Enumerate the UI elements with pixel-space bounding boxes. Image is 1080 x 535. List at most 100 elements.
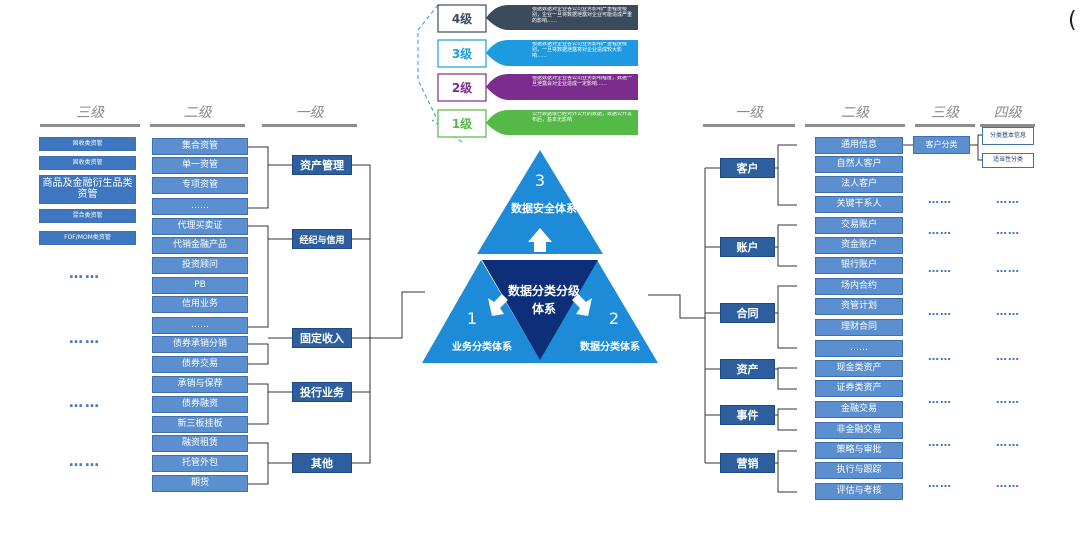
left-l2-item: PB — [152, 277, 248, 294]
right-l4-dots: …… — [996, 477, 1020, 490]
right-header-level4: 四级 — [993, 105, 1022, 121]
left-l3-item: 固收类资管 — [39, 137, 136, 151]
right-l4-item: 适当性分类 — [982, 153, 1034, 168]
left-l1-item: 投行业务 — [292, 382, 352, 402]
right-l3-dots: …… — [928, 305, 952, 318]
right-l2-item: 法人客户 — [815, 176, 903, 193]
right-l2-item: 现金类资产 — [815, 360, 903, 377]
level-2-desc: 根据数据对企业各公司业务影响程度，数据一旦泄露会对企业造成一定影响…… — [532, 76, 633, 87]
center-triangle-diagram — [422, 150, 658, 363]
center-left-label: 业务分类体系 — [452, 342, 512, 353]
right-l2-item: 场内合约 — [815, 278, 903, 295]
corner-mark: ( — [1068, 8, 1077, 33]
right-l2-item: 金融交易 — [815, 401, 903, 418]
right-l1-item: 合同 — [720, 303, 775, 323]
right-l3-dots: …… — [928, 224, 952, 237]
right-l3-dots: …… — [928, 193, 952, 206]
level-4-label: 4级 — [451, 12, 473, 26]
left-l2-item: 信用业务 — [152, 296, 248, 313]
left-l2-item: 专项资管 — [152, 177, 248, 194]
level-panel-frame — [417, 4, 638, 143]
left-l3-item: 混合类资管 — [39, 209, 136, 223]
right-l4-dots: …… — [996, 224, 1020, 237]
center-left-number: 1 — [466, 309, 478, 328]
level-1-desc: 公开数据或已经对外公开的数据，数据公开发布后，基本无影响 — [532, 112, 633, 123]
right-l4-dots: …… — [996, 350, 1020, 363]
left-header-level3-bar — [40, 124, 140, 127]
right-l2-item: 银行账户 — [815, 257, 903, 274]
level-2-label: 2级 — [451, 81, 473, 95]
left-l2-item: …… — [152, 198, 248, 215]
right-header-level4-bar — [980, 124, 1035, 127]
right-l2-item: 评估与考核 — [815, 483, 903, 500]
right-l2-item: …… — [815, 340, 903, 357]
right-l4-dots: …… — [996, 305, 1020, 318]
right-l2-item: 自然人客户 — [815, 156, 903, 173]
left-l2-item: 托管外包 — [152, 455, 248, 472]
right-l2-item: 非金融交易 — [815, 422, 903, 439]
center-middle-label-1: 数据分类分级 — [507, 284, 580, 298]
left-l1-item: 其他 — [292, 453, 352, 473]
right-l3-dots: …… — [928, 436, 952, 449]
left-l2-item: 新三板挂板 — [152, 416, 248, 433]
center-top-number: 3 — [534, 171, 546, 190]
center-middle-label-2: 体系 — [531, 302, 556, 316]
right-l1-item: 营销 — [720, 453, 775, 473]
level-3-desc: 根据数据对企业各公司业务影响严重程度级别，一旦将数据泄露将对企业造成较大影响…… — [532, 42, 628, 59]
left-header-level1-bar — [262, 124, 357, 127]
right-l3-dots: …… — [928, 350, 952, 363]
right-l1-item: 客户 — [720, 158, 775, 178]
level-3-label: 3级 — [451, 47, 473, 61]
center-top-label: 数据安全体系 — [511, 202, 577, 215]
right-l2-item: 证券类资产 — [815, 380, 903, 397]
left-l2-item: 期货 — [152, 475, 248, 492]
left-header-level1: 一级 — [295, 105, 324, 121]
right-l4-dots: …… — [996, 436, 1020, 449]
center-right-number: 2 — [608, 309, 620, 328]
left-l2-item: 集合资管 — [152, 138, 248, 155]
left-header-level3: 三级 — [76, 105, 104, 121]
left-l3-dots: …… — [69, 395, 101, 411]
right-header-level1-bar — [703, 124, 795, 127]
right-l4-item: 分类基本信息 — [982, 127, 1034, 145]
left-l2-item: 投资顾问 — [152, 257, 248, 274]
right-l2-item: 执行与跟踪 — [815, 462, 903, 479]
right-l2-item: 理财合同 — [815, 319, 903, 336]
right-l1-item: 资产 — [720, 359, 775, 379]
right-l2-item: 关键干系人 — [815, 196, 903, 213]
right-l3-item: 客户分类 — [913, 136, 970, 154]
left-l3-dots: …… — [69, 454, 101, 470]
left-l2-item: 代销金融产品 — [152, 237, 248, 254]
right-l4-dots: …… — [996, 262, 1020, 275]
left-l3-dots: …… — [69, 266, 101, 282]
left-l2-item: 单一资管 — [152, 157, 248, 174]
right-l2-item: 交易账户 — [815, 217, 903, 234]
left-l2-item: 债券融资 — [152, 396, 248, 413]
right-l3-dots: …… — [928, 393, 952, 406]
right-l1-item: 账户 — [720, 237, 775, 257]
right-header-level3: 三级 — [931, 105, 959, 121]
left-l2-item: 债券承销分销 — [152, 336, 248, 353]
right-l4-dots: …… — [996, 393, 1020, 406]
right-l3-dots: …… — [928, 262, 952, 275]
left-l1-item: 资产管理 — [292, 155, 352, 175]
right-header-level2-bar — [805, 124, 905, 127]
left-l1-item: 固定收入 — [292, 328, 352, 348]
right-l2-item: 策略与审批 — [815, 442, 903, 459]
left-l2-item: 债券交易 — [152, 356, 248, 373]
left-l3-item: FOF/MOM类资管 — [39, 231, 136, 245]
right-header-level3-bar — [915, 124, 975, 127]
left-l2-item: …… — [152, 317, 248, 334]
left-l2-item: 融资租赁 — [152, 435, 248, 452]
left-l3-dots: …… — [69, 331, 101, 347]
left-l3-item: 固收类资管 — [39, 156, 136, 170]
right-l1-item: 事件 — [720, 405, 775, 425]
right-l2-item: 通用信息 — [815, 137, 903, 154]
level-1-label: 1级 — [451, 117, 473, 131]
left-l2-item: 代理买卖证 — [152, 218, 248, 235]
right-header-level1: 一级 — [735, 105, 763, 121]
left-l2-item: 承销与保荐 — [152, 376, 248, 393]
right-l2-item: 资管计划 — [815, 298, 903, 315]
level-4-desc: 根据数据对企业各公司业务影响严重程度级别，企业一旦将数据泄露对企业可能造成严重的… — [532, 7, 633, 24]
